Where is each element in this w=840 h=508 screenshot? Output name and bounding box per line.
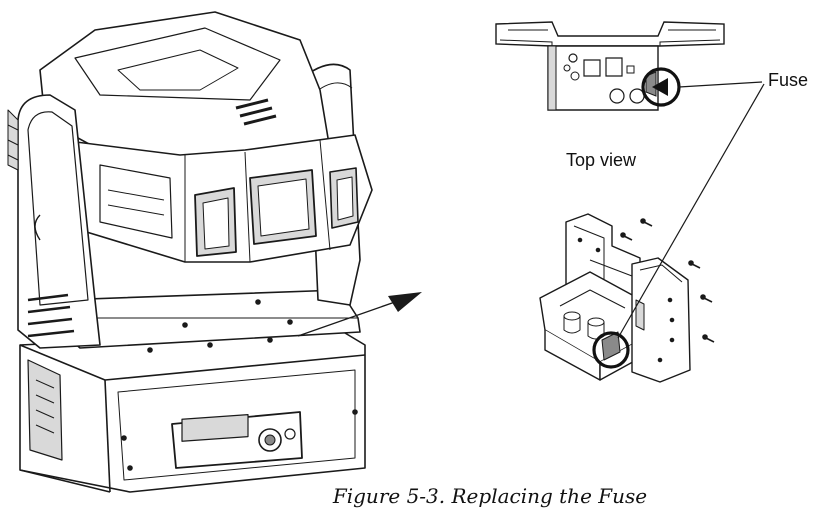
fuse-leader-lines [618, 82, 764, 338]
fixture-head [40, 12, 372, 262]
top-view-label: Top view [566, 150, 637, 170]
fuse-highlight-3d [594, 333, 628, 367]
figure-caption: Figure 5-3. Replacing the Fuse [332, 484, 648, 508]
moving-head-fixture [8, 12, 372, 492]
fuse-label: Fuse [768, 70, 809, 90]
fuse-holder-3d [540, 214, 690, 382]
fuse-arrow-top [652, 78, 668, 96]
yoke-arm-left [8, 95, 100, 348]
fixture-base [20, 330, 365, 492]
top-view-drawing [496, 22, 724, 110]
loose-screws [621, 219, 714, 342]
arrow-to-base [298, 292, 422, 336]
